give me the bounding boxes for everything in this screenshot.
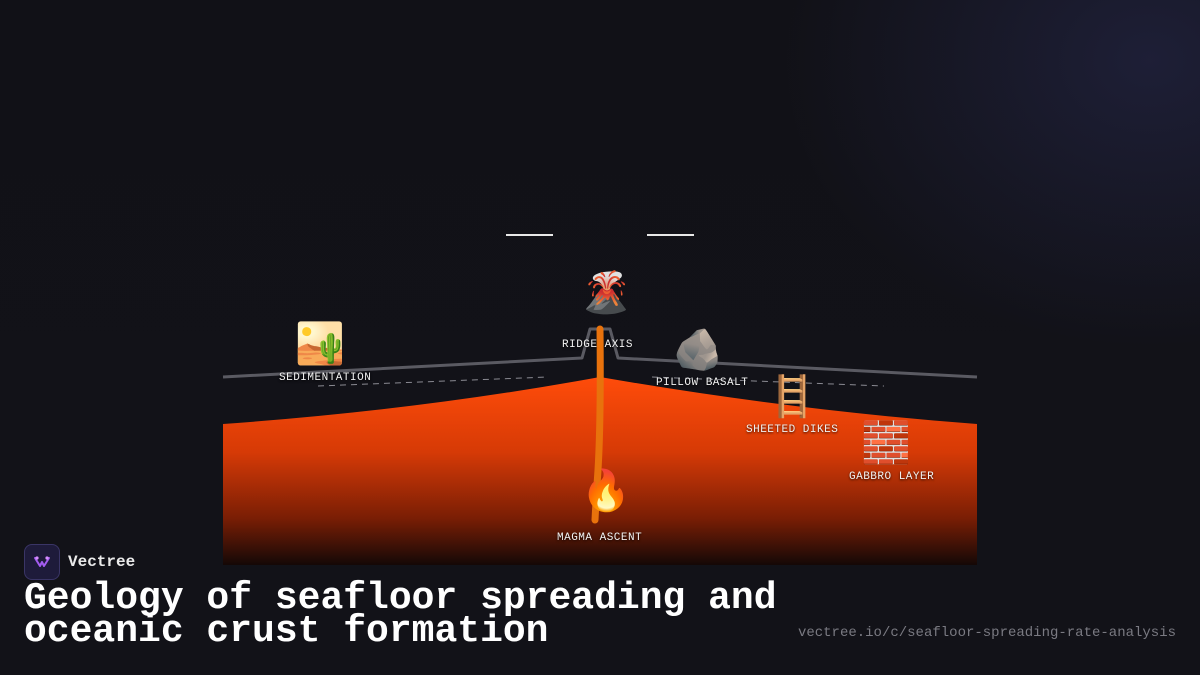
ridge-axis-label: RIDGE AXIS [562, 339, 634, 351]
gabbro-layer-label: GABBRO LAYER [849, 471, 935, 483]
layer-boundary-right [651, 376, 885, 387]
vectree-logo-icon [24, 544, 60, 580]
desert-icon: 🏜️ [295, 321, 345, 367]
brand[interactable]: Vectree [24, 544, 135, 580]
brand-name: Vectree [68, 553, 136, 571]
magma-conduit [591, 325, 604, 524]
source-url[interactable]: vectree.io/c/seafloor-spreading-rate-ana… [797, 625, 1176, 641]
sheeted-dikes-label: SHEETED DIKES [746, 424, 839, 436]
fire-icon: 🔥 [581, 468, 631, 514]
rock-icon: 🪨 [673, 327, 723, 373]
magma-ascent-label: MAGMA ASCENT [557, 532, 643, 544]
ladder-icon: 🪜 [767, 374, 817, 420]
layer-boundary-left [317, 376, 549, 387]
volcano-icon: 🌋 [581, 270, 631, 316]
brick-icon: 🧱 [861, 420, 911, 466]
pillow-basalt-label: PILLOW BASALT [656, 377, 749, 389]
page-title: Geology of seafloor spreading and oceani… [24, 577, 777, 653]
sedimentation-label: SEDIMENTATION [279, 372, 372, 384]
